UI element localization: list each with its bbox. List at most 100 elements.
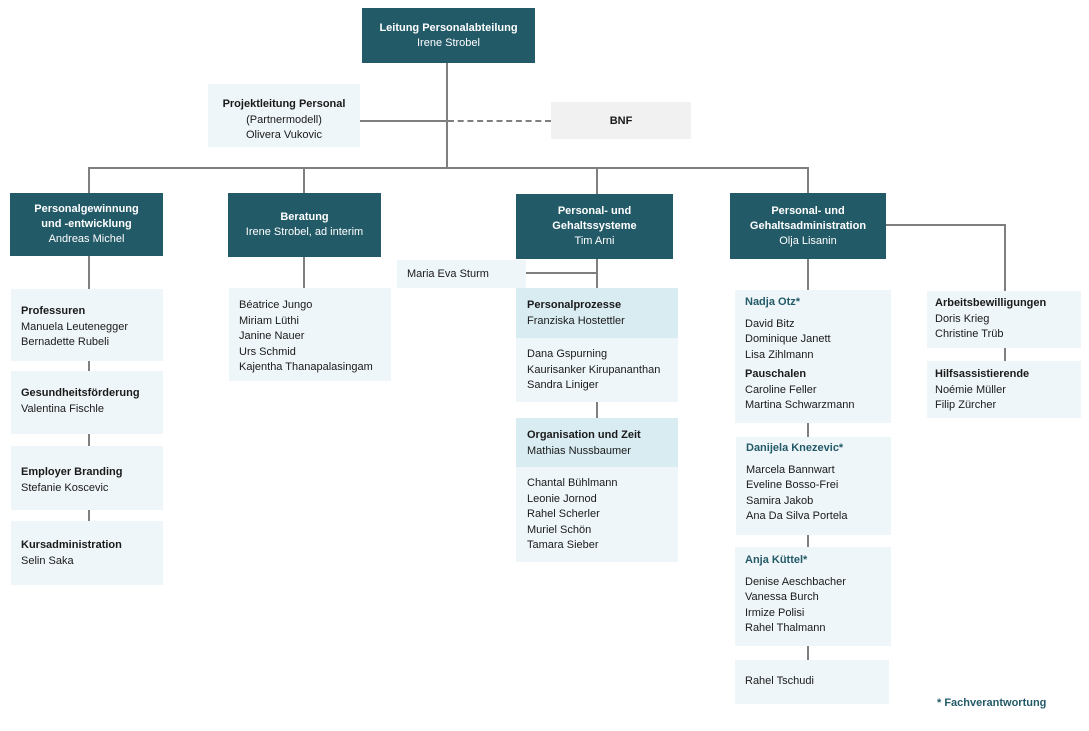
member: Vanessa Burch [745,591,819,603]
connector [596,259,598,288]
box-title: Beratung [280,211,329,223]
member: Bernadette Rubeli [21,336,110,348]
member: Denise Aeschbacher [745,575,846,588]
team-title: Professuren [21,305,86,317]
box-title: und -entwicklung [41,218,132,230]
group-box-kuettel: Anja Küttel* Denise Aeschbacher Vanessa … [735,547,891,646]
team-title: Employer Branding [21,466,123,478]
dept-recruiting-box: Personalgewinnung und -entwicklung Andre… [10,193,163,256]
member: Maria Eva Sturm [407,268,489,280]
group-box-knezevic: Danijela Knezevic* Marcela Bannwart Evel… [736,437,891,535]
group-lead: Nadja Otz* [745,296,801,308]
team-title: Kursadministration [21,539,122,551]
team-box-professuren: Professuren Manuela Leutenegger Bernadet… [11,289,163,361]
team-title: Personalprozesse [527,299,622,311]
subgroup-title: Pauschalen [745,368,807,380]
connector [88,510,90,521]
box-title: Leitung Personalabteilung [379,21,518,34]
team-lead: Franziska Hostettler [527,314,625,327]
member: Dana Gspurning [527,348,608,360]
head-of-hr-box: Leitung Personalabteilung Irene Strobel [362,8,535,63]
connector [88,167,809,169]
member: Martina Schwarzmann [745,399,855,411]
connector [1004,348,1006,361]
connector [446,63,448,169]
member: Béatrice Jungo [239,299,313,311]
team-header-processes: Personalprozesse Franziska Hostettler [516,288,678,338]
box-name: Irene Strobel [417,36,480,49]
member: Janine Nauer [239,330,305,342]
connector [807,535,809,547]
member: Christine Trüb [935,328,1004,340]
member: Irmize Polisi [745,606,805,619]
connector [807,646,809,660]
connector [1004,224,1006,291]
connector [596,167,598,194]
member: Valentina Fischle [21,402,104,415]
member: Selin Saka [21,554,74,567]
team-title: Organisation und Zeit [527,429,641,441]
team-body-processes: Dana Gspurning Kaurisanker Kirupananthan… [516,338,678,402]
dept-systems-box: Personal- und Gehaltssysteme Tim Arni [516,194,673,259]
team-lead: Mathias Nussbaumer [527,444,631,457]
member: Kaurisanker Kirupananthan [527,363,661,376]
connector [886,224,1006,226]
connector [807,423,809,437]
member: Muriel Schön [527,523,592,536]
member: Ana Da Silva Portela [746,510,848,522]
connector [88,167,90,193]
staff-box: Maria Eva Sturm [397,260,526,288]
connector [303,257,305,288]
connector [526,272,597,274]
connector [88,434,90,446]
dashed-connector [448,120,551,122]
box-name: Tim Arni [574,235,615,247]
member: Eveline Bosso-Frei [746,479,839,491]
box-title: BNF [609,114,633,127]
group-box-otz: Nadja Otz* David Bitz Dominique Janett L… [735,290,891,423]
member: Leonie Jornod [527,492,597,505]
box-name: Irene Strobel, ad interim [245,226,364,238]
team-header-organisation: Organisation und Zeit Mathias Nussbaumer [516,418,678,467]
connector [88,361,90,371]
team-box-work-permits: Arbeitsbewilligungen Doris Krieg Christi… [927,291,1081,348]
box-name: Andreas Michel [48,233,125,245]
footnote: * Fachverantwortung [937,697,1047,709]
member: Marcela Bannwart [746,463,835,476]
member: Lisa Zihlmann [745,348,814,361]
connector [807,167,809,193]
member: Urs Schmid [239,345,296,358]
group-lead: Danijela Knezevic* [746,442,844,454]
single-member-box: Rahel Tschudi [735,660,889,704]
connector [360,120,448,122]
member: Caroline Feller [745,383,817,396]
member: Rahel Scherler [527,508,600,520]
group-lead: Anja Küttel* [745,554,808,566]
member: Samira Jakob [746,494,814,507]
connector [303,167,305,193]
box-title: Personal- und [557,205,632,217]
box-title: Gehaltssysteme [552,220,637,232]
member: Doris Krieg [935,312,990,325]
member: David Bitz [745,317,795,330]
team-box-employer-branding: Employer Branding Stefanie Koscevic [11,446,163,510]
box-title: Gehaltsadministration [749,219,867,232]
team-title: Gesundheitsförderung [21,387,140,399]
box-name: Olja Lisanin [779,234,837,247]
team-body-organisation: Chantal Bühlmann Leonie Jornod Rahel Sch… [516,467,678,562]
member: Manuela Leutenegger [21,320,129,333]
member: Noémie Müller [935,383,1006,396]
member: Rahel Tschudi [745,675,814,687]
dept-counselling-box: Beratung Irene Strobel, ad interim [228,193,381,257]
member: Sandra Liniger [527,379,599,391]
box-title: Personalgewinnung [34,203,139,215]
team-box-course-admin: Kursadministration Selin Saka [11,521,163,585]
member: Tamara Sieber [527,539,599,551]
team-box-health: Gesundheitsförderung Valentina Fischle [11,371,163,434]
member: Filip Zürcher [935,399,997,411]
box-subtitle: (Partnermodell) [246,113,322,126]
project-lead-box: Projektleitung Personal (Partnermodell) … [208,84,360,147]
connector [807,259,809,290]
box-title: Personal- und [771,204,845,217]
member: Dominique Janett [745,333,831,345]
